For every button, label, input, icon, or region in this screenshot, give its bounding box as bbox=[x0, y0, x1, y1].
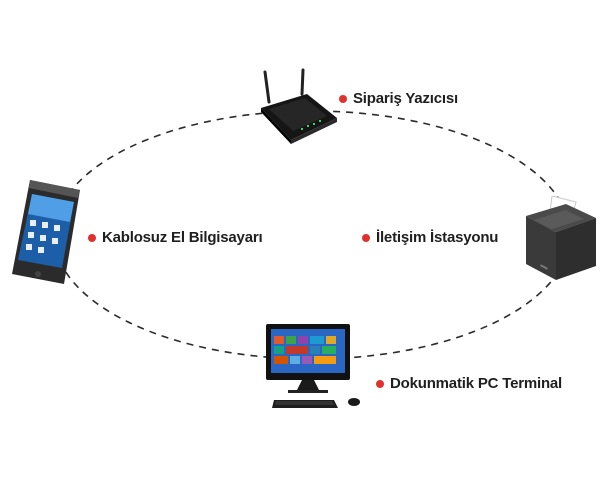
node-handheld: Kablosuz El Bilgisayarı bbox=[88, 229, 263, 246]
node-touch-terminal: Dokunmatik PC Terminal bbox=[376, 375, 562, 392]
node-label: Dokunmatik PC Terminal bbox=[390, 375, 563, 392]
all-in-one-pc-icon bbox=[266, 324, 360, 408]
handheld-computer-icon bbox=[12, 180, 80, 284]
bullet-dot-icon bbox=[376, 379, 384, 388]
bullet-dot-icon bbox=[339, 94, 347, 103]
node-communication-station: İletişim İstasyonu bbox=[362, 229, 498, 246]
node-label: İletişim İstasyonu bbox=[376, 229, 499, 246]
bullet-dot-icon bbox=[362, 233, 370, 242]
node-label: Kablosuz El Bilgisayarı bbox=[102, 229, 263, 246]
receipt-printer-icon bbox=[526, 196, 596, 280]
bullet-dot-icon bbox=[88, 233, 96, 242]
node-order-printer: Sipariş Yazıcısı bbox=[339, 90, 458, 107]
node-label: Sipariş Yazıcısı bbox=[353, 90, 458, 107]
wireless-router-icon bbox=[261, 68, 337, 144]
